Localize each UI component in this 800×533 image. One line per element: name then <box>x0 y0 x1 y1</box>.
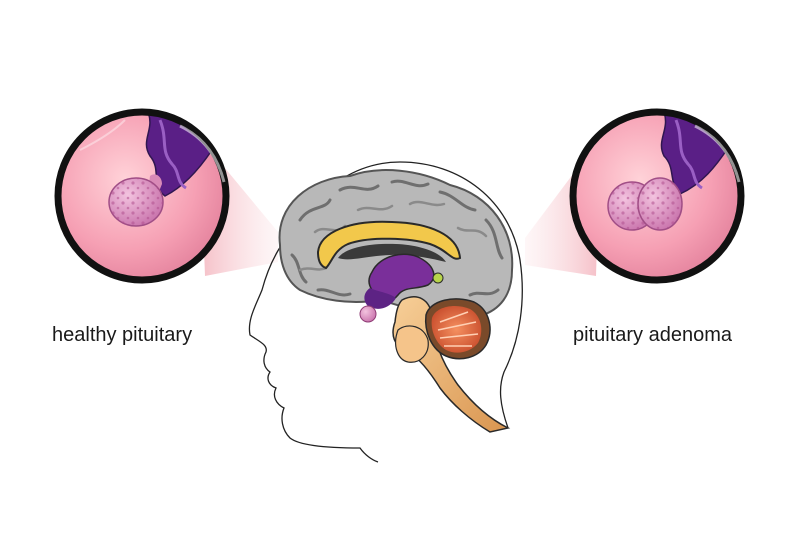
hypothalamus <box>368 253 435 302</box>
cerebrum <box>278 169 514 319</box>
pineal-gland <box>432 272 444 284</box>
head-outline <box>248 224 379 463</box>
pituitary-gland <box>359 305 377 323</box>
ventricle <box>338 243 446 262</box>
pituitary-adenoma-lens <box>569 108 745 284</box>
healthy-pituitary-lens <box>54 108 230 284</box>
lens-ring-right <box>569 108 745 284</box>
head-back-outline <box>299 161 523 429</box>
healthy-pituitary-label: healthy pituitary <box>52 324 193 346</box>
cerebellum <box>424 298 491 360</box>
pituitary-adenoma-label: pituitary adenoma <box>573 324 732 346</box>
hypothalamus-lower <box>364 288 396 309</box>
corpus-callosum <box>316 220 462 270</box>
pons <box>395 325 429 363</box>
lens-ring-left <box>54 108 230 284</box>
